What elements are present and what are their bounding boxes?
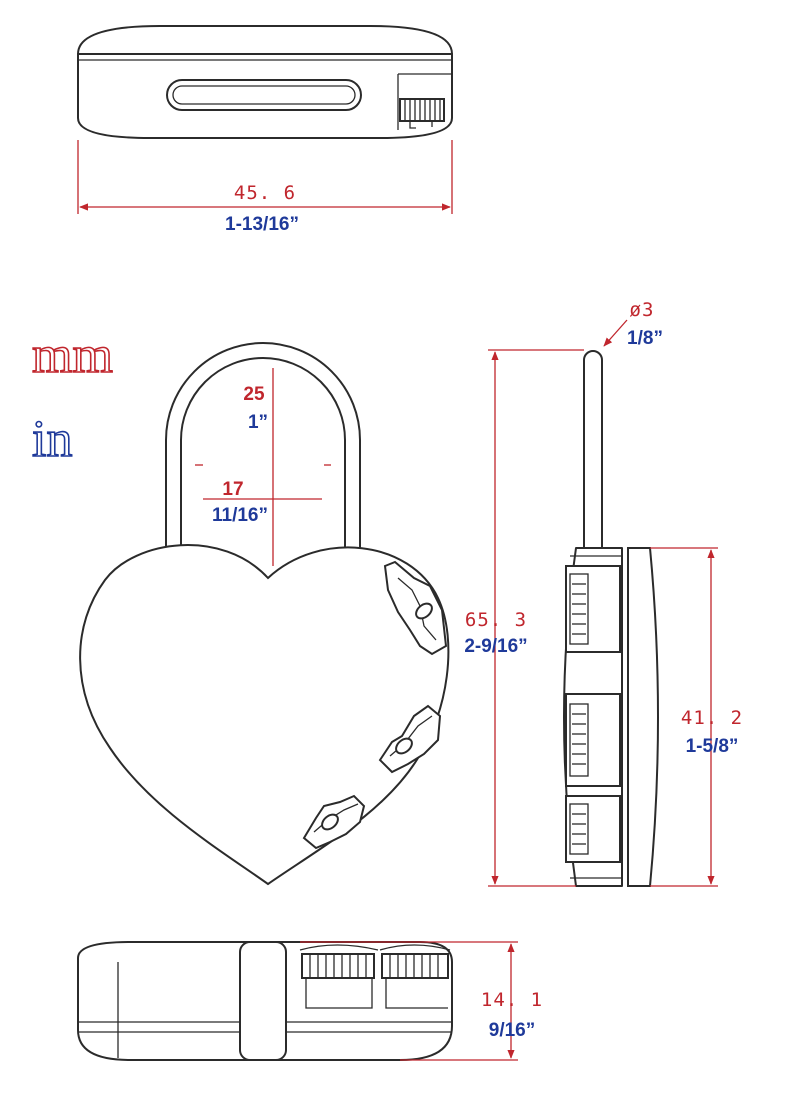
shackle-width-dimension: 17 11/16” (195, 464, 331, 526)
bottom-dials (299, 944, 451, 1009)
side-view: 65. 3 2-9/16” 41. 2 1-5/8” ø3 1/8” (464, 299, 743, 887)
body-height-mm-label: 41. 2 (681, 707, 743, 729)
shackle-width-mm-label: 17 (222, 479, 243, 500)
shackle-width-inch-label: 11/16” (212, 505, 268, 526)
shackle-height-dimension: 25 1” (243, 368, 274, 566)
top-view: 45. 6 1-13/16” (77, 25, 453, 235)
shackle-diameter-inch-label: 1/8” (627, 328, 663, 349)
shackle-diameter-dimension: ø3 1/8” (603, 299, 663, 349)
bottom-view: 14. 1 9/16” (77, 941, 543, 1061)
shackle (165, 342, 361, 551)
thickness-mm-label: 14. 1 (481, 989, 543, 1011)
thickness-dimension: 14. 1 9/16” (300, 941, 543, 1061)
width-inch-label: 1-13/16” (225, 214, 299, 235)
body-height-dimension: 41. 2 1-5/8” (650, 547, 743, 887)
dial-wheel (399, 98, 445, 129)
total-height-dimension: 65. 3 2-9/16” (464, 349, 584, 887)
thickness-inch-label: 9/16” (489, 1020, 535, 1041)
width-dimension: 45. 6 1-13/16” (77, 140, 453, 235)
shackle-height-mm-label: 25 (243, 384, 265, 405)
total-height-inch-label: 2-9/16” (464, 636, 527, 657)
shackle-diameter-mm-label: ø3 (630, 299, 655, 321)
total-height-mm-label: 65. 3 (465, 609, 527, 631)
legend-in: in (32, 411, 72, 468)
shackle-height-inch-label: 1” (248, 412, 268, 433)
dial-windows (302, 560, 448, 850)
legend-mm: mm (32, 327, 113, 384)
front-view: 25 1” 17 11/16” (79, 342, 450, 886)
side-body (563, 547, 659, 887)
unit-legend: mm in (31, 326, 114, 469)
body-height-inch-label: 1-5/8” (686, 736, 739, 757)
side-dials (565, 565, 621, 863)
width-mm-label: 45. 6 (234, 182, 296, 204)
